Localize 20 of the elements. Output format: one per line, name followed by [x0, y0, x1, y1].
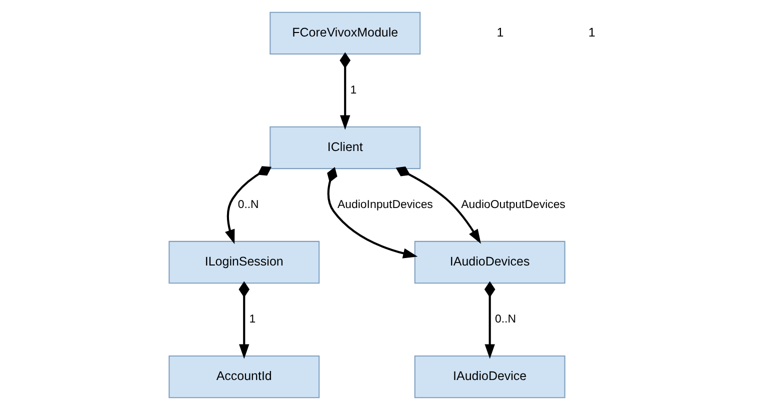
- label: 1: [496, 25, 504, 40]
- edge-label: 0..N: [494, 313, 516, 326]
- edge-label: 0..N: [237, 198, 258, 211]
- arrow: [224, 166, 272, 244]
- edge-label: 1: [248, 313, 256, 326]
- node-box: IAudioDevice: [414, 355, 565, 398]
- node-box: FCoreVivoxModule: [269, 12, 420, 55]
- edge-label: 1: [350, 84, 356, 96]
- node-box: AccountId: [168, 355, 320, 398]
- label: 1: [588, 25, 595, 40]
- arrow: [484, 281, 495, 359]
- arrow: [326, 167, 418, 258]
- node-box: IClient: [269, 126, 420, 170]
- arrow: [339, 52, 350, 130]
- edge-label: AudioOutputDevices: [460, 198, 565, 211]
- arrow: [395, 166, 480, 244]
- node-box: ILoginSession: [168, 240, 320, 284]
- edge-label: AudioInputDevices: [337, 198, 432, 211]
- arrow: [238, 281, 250, 359]
- node-box: IAudioDevices: [414, 240, 565, 284]
